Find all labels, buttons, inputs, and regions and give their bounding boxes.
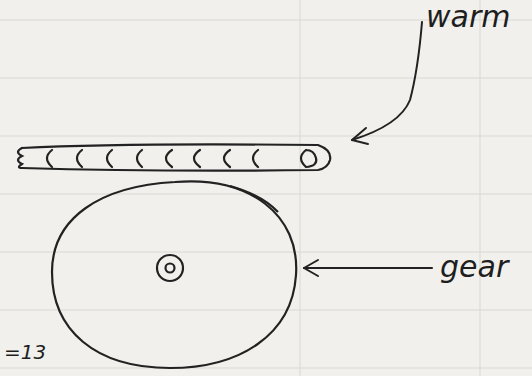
worm-label: warm [426, 2, 510, 32]
note-text: =13 [4, 342, 46, 362]
leader-lines [304, 22, 432, 276]
gear-label: gear [440, 252, 508, 282]
worm-symbol [18, 144, 330, 170]
gear-symbol [52, 181, 296, 368]
